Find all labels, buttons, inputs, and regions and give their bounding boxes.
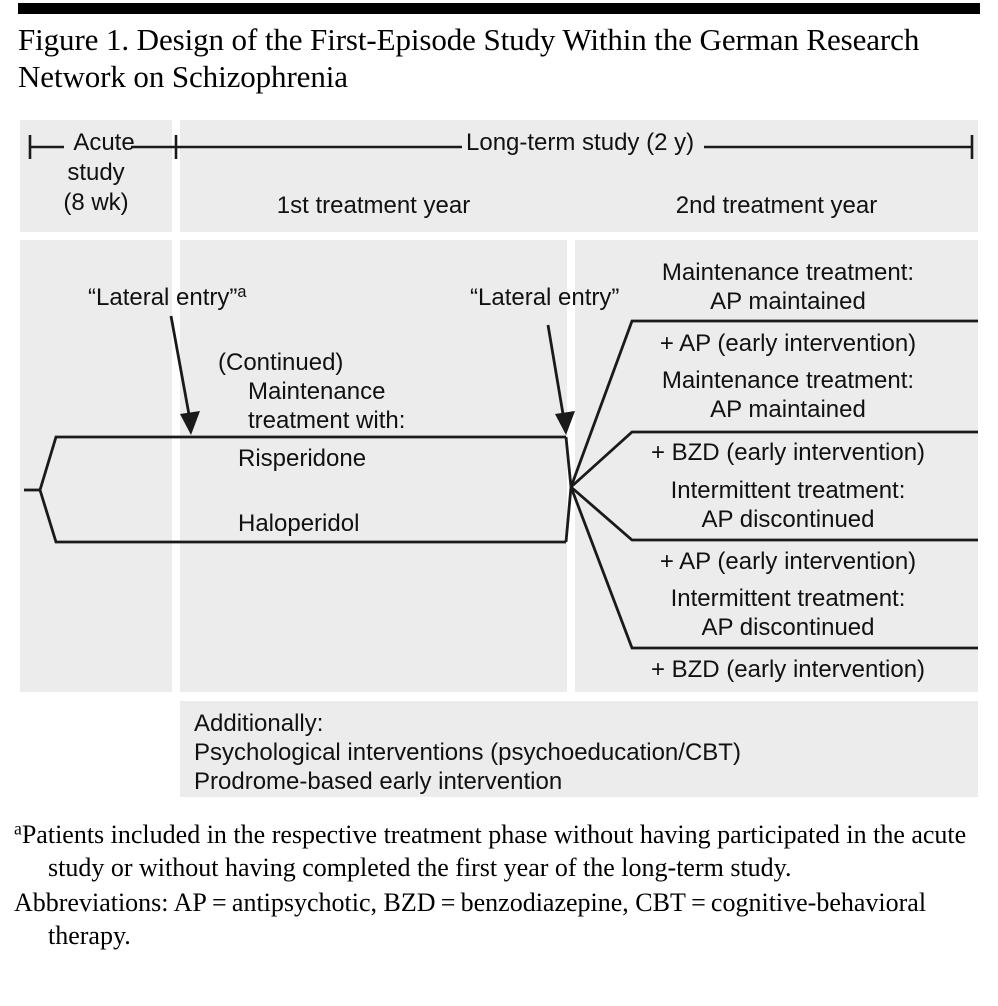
arm-2-title: Maintenance treatment: AP maintained: [608, 366, 968, 424]
continued-label: (Continued): [218, 349, 344, 376]
lateral-entry-text-1: “Lateral entry”: [88, 284, 238, 311]
lateral-entry-label-1: “Lateral entry”a: [88, 283, 246, 312]
drug-label-haloperidol: Haloperidol: [238, 510, 360, 537]
arm-2-subtitle: + BZD (early intervention): [650, 439, 926, 466]
additional-line1: Additionally:: [194, 710, 324, 737]
arm-2-title-line1: Maintenance treatment:: [661, 367, 915, 394]
arm-1-title-line1: Maintenance treatment:: [661, 259, 915, 286]
footnote-a: aPatients included in the respective tre…: [14, 818, 986, 884]
first-treatment-year-label: 1st treatment year: [276, 192, 471, 219]
arm-2-title-line2: AP maintained: [710, 396, 866, 423]
acute-header-line2: study: [67, 159, 125, 186]
arm-4-subtitle: + BZD (early intervention): [650, 656, 926, 683]
additional-panel: [180, 701, 978, 797]
arm-3-title-line2: AP discontinued: [701, 506, 875, 533]
additional-interventions-block: Additionally: Psychological intervention…: [194, 709, 741, 796]
arm-3-title: Intermittent treatment: AP discontinued: [608, 476, 968, 534]
lateral-entry-footnote-marker: a: [237, 283, 247, 302]
footnote-abbreviations: Abbreviations: AP = antipsychotic, BZD =…: [14, 888, 927, 951]
footnote-a-marker: a: [14, 818, 22, 839]
lateral-entry-label-2: “Lateral entry”: [470, 284, 620, 311]
footnotes-block: aPatients included in the respective tre…: [14, 818, 986, 952]
acute-header-line3: (8 wk): [63, 189, 129, 216]
acute-study-header: Acute study (8 wk): [20, 128, 172, 218]
longterm-study-label: Long-term study (2 y): [460, 128, 701, 158]
footnote-a-text: Patients included in the respective trea…: [21, 820, 967, 883]
arm-4-title-line2: AP discontinued: [701, 614, 875, 641]
arm-1-title-line2: AP maintained: [710, 288, 866, 315]
figure-title: Figure 1. Design of the First-Episode St…: [18, 22, 920, 94]
additional-line3: Prodrome-based early intervention: [194, 768, 563, 795]
header-panel-acute: [20, 120, 172, 232]
maintenance-label-line2: treatment with:: [248, 407, 406, 434]
arm-1-subtitle: + AP (early intervention): [659, 330, 917, 357]
drug-label-risperidone: Risperidone: [238, 445, 367, 472]
additional-line2: Psychological interventions (psychoeduca…: [194, 739, 741, 766]
acute-header-line1: Acute: [73, 129, 135, 156]
arm-4-title-line1: Intermittent treatment:: [670, 585, 906, 612]
top-rule: [18, 3, 980, 14]
maintenance-label-line1: Maintenance: [248, 378, 386, 405]
arm-4-title: Intermittent treatment: AP discontinued: [608, 584, 968, 642]
arm-1-title: Maintenance treatment: AP maintained: [608, 258, 968, 316]
arm-3-title-line1: Intermittent treatment:: [670, 477, 906, 504]
second-treatment-year-label: 2nd treatment year: [675, 192, 878, 219]
arm-3-subtitle: + AP (early intervention): [659, 548, 917, 575]
